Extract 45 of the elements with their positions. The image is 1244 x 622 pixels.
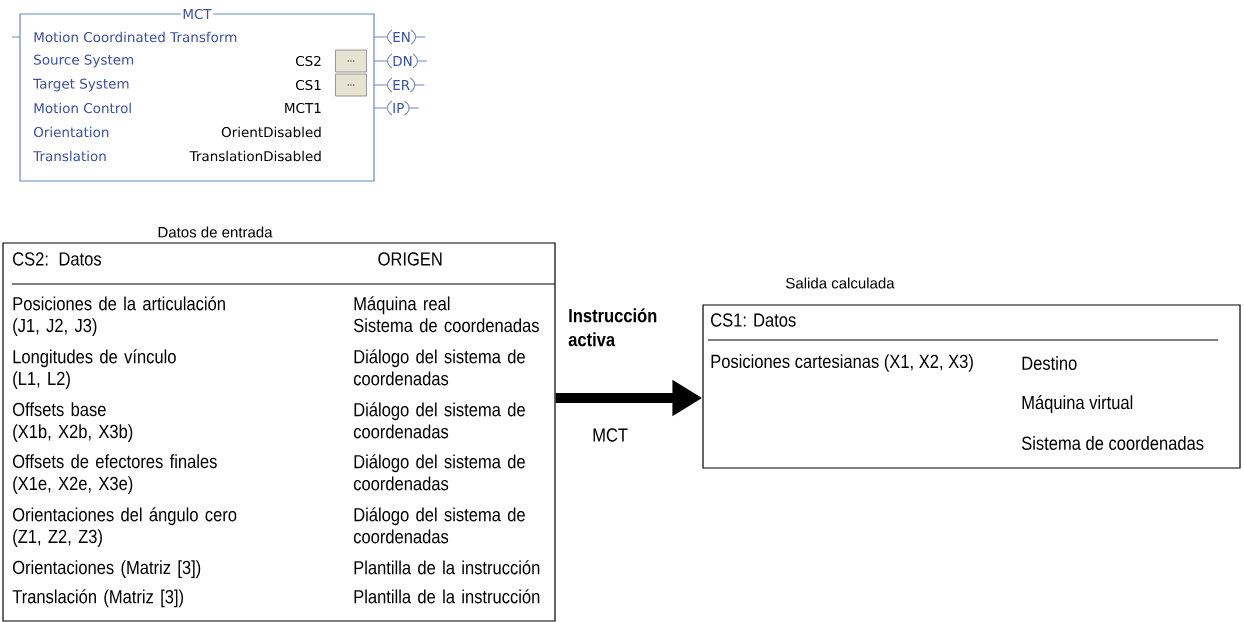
browse-button: ... bbox=[335, 73, 367, 97]
table-cell: Sistema de coordenadas bbox=[1021, 436, 1204, 450]
table-caption: Datos de entrada bbox=[158, 226, 273, 238]
table-cell: Posiciones de la articulación bbox=[13, 296, 225, 311]
block-title: MCT bbox=[180, 7, 214, 21]
parameter-value: TranslationDisabled bbox=[189, 150, 321, 162]
table-cell: Offsets de efectores finales bbox=[13, 454, 217, 469]
parameter-name: Translation bbox=[33, 150, 106, 162]
table-cell: Destino bbox=[1022, 356, 1077, 370]
parameter-name: Target System bbox=[33, 78, 129, 92]
parameter-name: Source System bbox=[34, 54, 134, 68]
table-cell: (X1e, X2e, X3e) bbox=[13, 476, 133, 494]
table-cell: Orientaciones del ángulo cero bbox=[13, 507, 237, 526]
table-caption: Salida calculada bbox=[786, 277, 895, 289]
browse-button: ... bbox=[335, 49, 367, 73]
table-cell: Translación (Matriz [3]) bbox=[12, 589, 184, 608]
table-cell: Diálogo del sistema de coordenadas bbox=[353, 349, 525, 386]
parameter-name: Orientation bbox=[33, 126, 109, 138]
parameter-value: MCT1 bbox=[285, 102, 321, 114]
parameter-name: Motion Control bbox=[34, 102, 131, 114]
parameter-value: CS2 bbox=[295, 55, 321, 67]
table-header: CS2: Datos bbox=[13, 252, 101, 266]
table-cell: Máquina real bbox=[354, 296, 450, 315]
table-cell: Diálogo del sistema de coordenadas bbox=[353, 454, 525, 491]
table-cell: Posiciones cartesianas (X1, X2, X3) bbox=[711, 354, 973, 372]
table-header: CS1: Datos bbox=[711, 313, 796, 327]
table-cell: Plantilla de la instrucción bbox=[354, 589, 540, 604]
table-cell: Sistema de coordenadas bbox=[353, 318, 539, 333]
table-cell: (J1, J2, J3) bbox=[13, 318, 97, 336]
parameter-value: CS1 bbox=[295, 79, 321, 91]
table-header: ORIGEN bbox=[378, 252, 442, 266]
parameter-value: OrientDisabled bbox=[221, 126, 321, 138]
table-cell: Orientaciones (Matriz [3]) bbox=[13, 560, 201, 578]
table-cell: (X1b, X2b, X3b) bbox=[13, 424, 133, 442]
table-cell: Longitudes de vínculo bbox=[13, 349, 176, 368]
edge-label: MCT bbox=[593, 428, 628, 442]
table-cell: Plantilla de la instrucción bbox=[354, 560, 540, 575]
table-cell: Diálogo del sistema de coordenadas bbox=[353, 402, 525, 439]
table-cell: Diálogo del sistema de coordenadas bbox=[353, 507, 525, 544]
note: Instrucción activa bbox=[568, 308, 657, 347]
block-description: Motion Coordinated Transform bbox=[34, 31, 237, 43]
table-cell: (Z1, Z2, Z3) bbox=[13, 529, 102, 547]
table-cell: Máquina virtual bbox=[1022, 395, 1133, 413]
table-cell: Offsets base bbox=[13, 402, 106, 417]
table-cell: (L1, L2) bbox=[13, 371, 70, 389]
